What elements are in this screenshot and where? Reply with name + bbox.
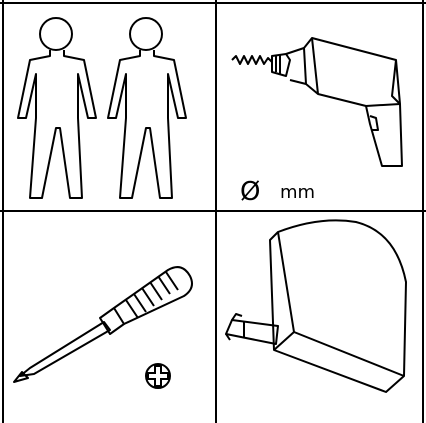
tape-measure-icon xyxy=(225,219,407,393)
diameter-symbol: Ø xyxy=(240,177,260,207)
power-drill-icon xyxy=(231,37,403,167)
phillips-head-symbol-icon xyxy=(145,363,171,389)
phillips-screwdriver-icon xyxy=(13,266,193,383)
unit-label: mm xyxy=(280,182,315,203)
two-person-figure-icon xyxy=(17,17,187,199)
